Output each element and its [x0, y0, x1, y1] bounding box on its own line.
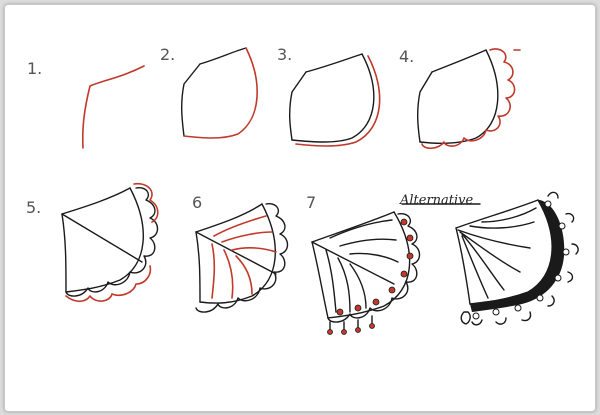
step-3-label: 3. — [277, 45, 292, 64]
step-2-label: 2. — [160, 45, 175, 64]
step-4-drawing — [417, 48, 521, 150]
step-5-drawing — [61, 182, 159, 303]
step-1-label: 1. — [27, 59, 42, 78]
step-7-drawing — [311, 211, 421, 335]
step-4-label: 4. — [399, 47, 414, 66]
image-frame — [4, 4, 596, 412]
step-7-label: 7 — [306, 193, 316, 212]
step-5-label: 5. — [26, 198, 41, 217]
alternative-label: Alternative — [399, 193, 474, 208]
alternative-drawing — [401, 191, 579, 326]
step-6-drawing — [195, 202, 289, 313]
step-1-drawing — [81, 65, 145, 149]
step-2-drawing — [181, 47, 258, 139]
step-6-label: 6 — [192, 193, 202, 212]
step-3-drawing — [289, 53, 381, 147]
